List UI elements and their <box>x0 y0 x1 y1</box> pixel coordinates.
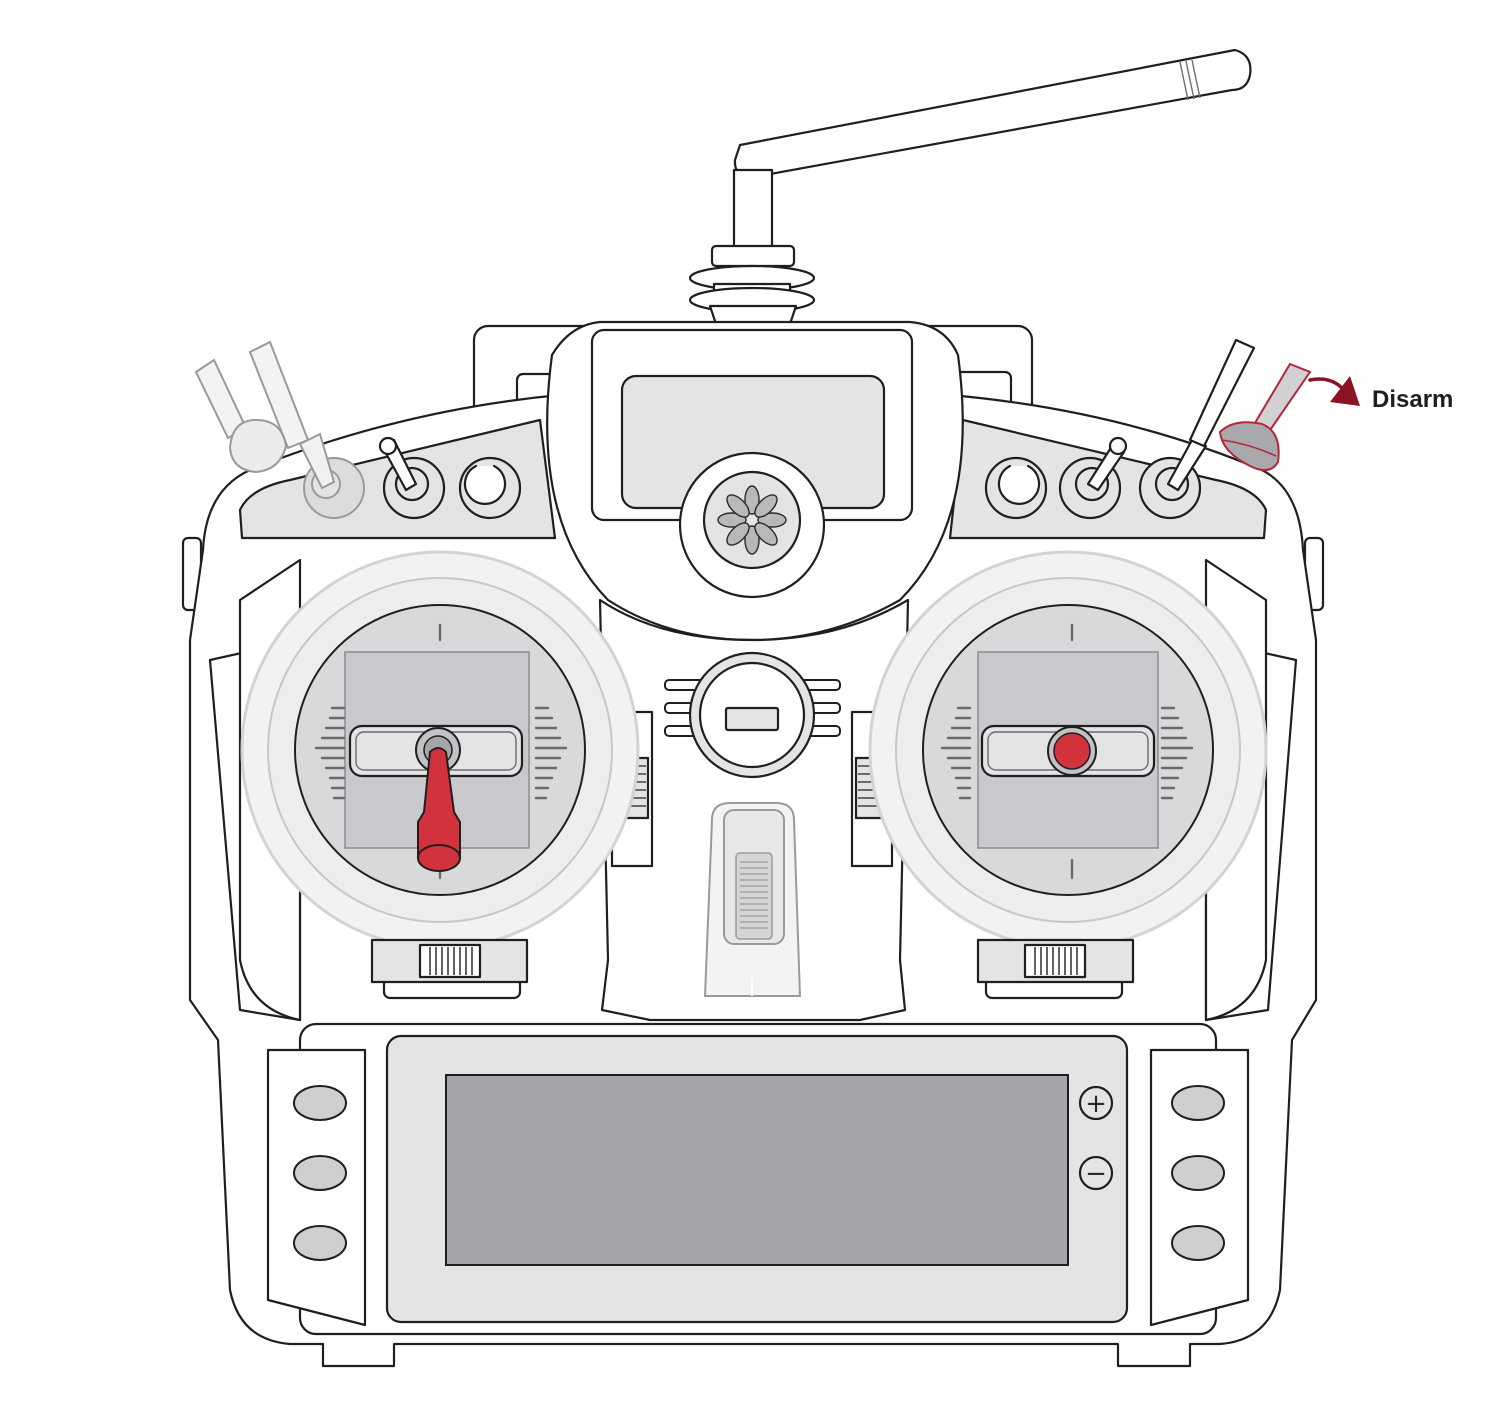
plus-button[interactable]: + <box>1078 1085 1114 1121</box>
disarm-switch-icon <box>1218 362 1312 472</box>
left-button-2[interactable] <box>293 1155 347 1191</box>
right-stick-icon <box>1047 726 1097 776</box>
toggle-switch-icon <box>1138 338 1256 520</box>
disarm-label: Disarm <box>1372 386 1453 413</box>
left-button-3[interactable] <box>293 1225 347 1261</box>
lcd-panel <box>385 1034 1129 1324</box>
trim-wheel-left <box>370 938 529 1000</box>
left-button-column <box>293 1085 347 1261</box>
rotary-knob-icon <box>984 456 1048 520</box>
right-button-3[interactable] <box>1171 1225 1225 1261</box>
right-button-column <box>1171 1085 1225 1261</box>
toggle-switch-icon <box>1058 436 1128 520</box>
arrow-icon <box>1308 376 1360 406</box>
rotary-knob-icon <box>458 456 522 520</box>
minus-button[interactable]: − <box>1078 1155 1114 1191</box>
ghost-toggle-switch-icon <box>194 340 365 519</box>
right-button-2[interactable] <box>1171 1155 1225 1191</box>
plus-symbol: + <box>1085 1089 1107 1119</box>
center-slider <box>703 802 802 997</box>
toggle-switch-icon <box>378 436 446 520</box>
speaker-icon <box>678 451 826 599</box>
left-gimbal <box>240 550 640 950</box>
left-button-1[interactable] <box>293 1085 347 1121</box>
trim-wheel-right <box>976 938 1135 1000</box>
antenna-icon <box>688 48 1252 326</box>
right-button-1[interactable] <box>1171 1085 1225 1121</box>
minus-symbol: − <box>1085 1159 1107 1189</box>
throttle-stick-icon <box>417 747 461 872</box>
center-knob <box>664 651 841 779</box>
